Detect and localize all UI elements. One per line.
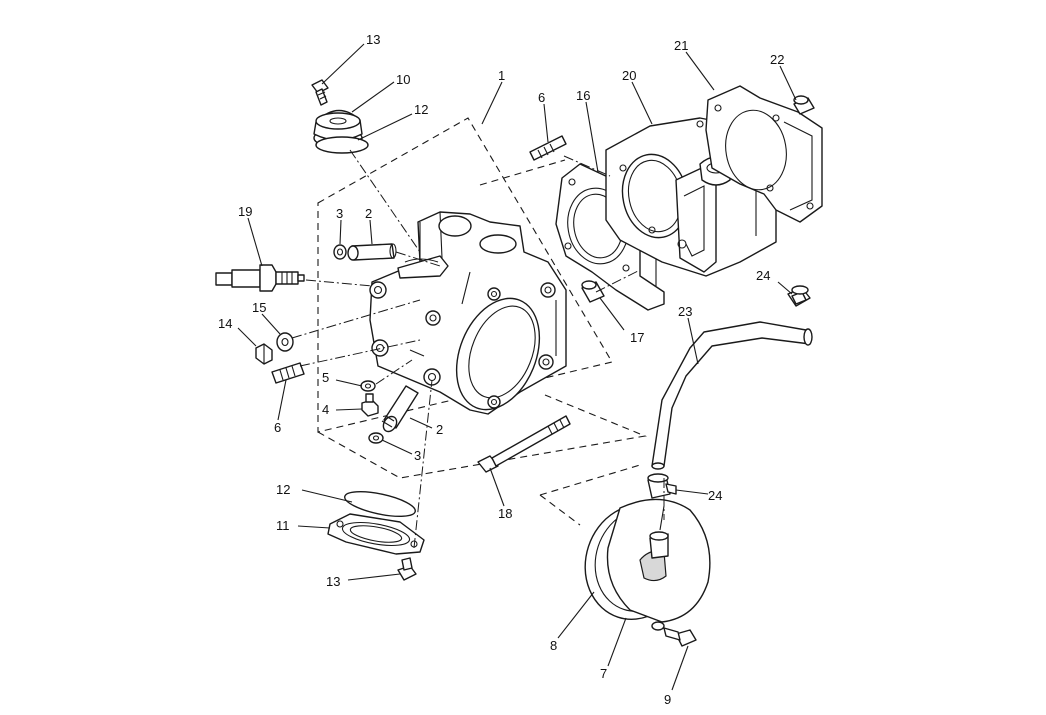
long-bolt-18 xyxy=(477,415,571,473)
callout-11: 11 xyxy=(276,518,290,533)
cap-nut-14 xyxy=(255,343,273,365)
callout-20: 20 xyxy=(622,68,636,83)
bolt-4 xyxy=(361,393,379,417)
washer-15 xyxy=(276,332,294,352)
callout-24-upper: 24 xyxy=(756,268,770,283)
spark-plug-19 xyxy=(215,264,305,292)
bolt-13-top xyxy=(311,79,329,106)
dowel-pin-17 xyxy=(581,280,605,303)
callout-13-top: 13 xyxy=(366,32,380,47)
cover-plate-11 xyxy=(327,513,425,555)
callout-10: 10 xyxy=(396,72,410,87)
alignment-lines xyxy=(291,149,665,549)
callout-3-top: 3 xyxy=(336,206,343,221)
stud-2-top xyxy=(347,243,397,261)
callout-24-lower: 24 xyxy=(708,488,722,503)
callout-labels: 13 10 12 1 6 16 20 21 22 19 3 2 24 15 14… xyxy=(218,32,784,707)
callout-19: 19 xyxy=(238,204,252,219)
callout-4: 4 xyxy=(322,402,329,417)
callout-16: 16 xyxy=(576,88,590,103)
callout-8: 8 xyxy=(550,638,557,653)
shroud-cover-7 xyxy=(606,498,711,623)
callout-2-bottom: 2 xyxy=(436,422,443,437)
callout-9: 9 xyxy=(664,692,671,707)
stud-6-left xyxy=(271,362,305,384)
gasket-12-bottom xyxy=(344,490,416,518)
hose-clamp-24-upper xyxy=(787,285,811,307)
callout-23: 23 xyxy=(678,304,692,319)
cover-cap-10 xyxy=(313,109,363,148)
callout-12-bottom: 12 xyxy=(276,482,290,497)
callout-1: 1 xyxy=(498,68,505,83)
callout-13-bottom: 13 xyxy=(326,574,340,589)
callout-21: 21 xyxy=(674,38,688,53)
washer-5 xyxy=(360,380,376,392)
stud-6-top xyxy=(529,135,567,161)
callout-2-top: 2 xyxy=(365,206,372,221)
callout-18: 18 xyxy=(498,506,512,521)
callout-22: 22 xyxy=(770,52,784,67)
stud-2-bottom xyxy=(381,385,419,433)
assembly-boundary xyxy=(317,117,647,526)
callout-15: 15 xyxy=(252,300,266,315)
washer-3-top xyxy=(333,244,347,260)
cylinder-head-1 xyxy=(369,211,567,415)
washer-3-bottom xyxy=(368,432,384,444)
leader-lines xyxy=(237,43,797,691)
callout-3-bottom: 3 xyxy=(414,448,421,463)
bolt-9 xyxy=(651,621,697,647)
base-gasket-21 xyxy=(705,85,823,223)
bolt-13-bottom xyxy=(397,557,417,581)
callout-6-top: 6 xyxy=(538,90,545,105)
gasket-12-top xyxy=(315,136,369,154)
callout-12-top: 12 xyxy=(414,102,428,117)
callout-17: 17 xyxy=(630,330,644,345)
hose-clamp-24-lower xyxy=(647,473,677,499)
dowel-pin-22 xyxy=(793,95,815,115)
callout-6-left: 6 xyxy=(274,420,281,435)
callout-14: 14 xyxy=(218,316,232,331)
hose-23 xyxy=(651,321,813,470)
callout-7: 7 xyxy=(600,666,607,681)
callout-5: 5 xyxy=(322,370,329,385)
